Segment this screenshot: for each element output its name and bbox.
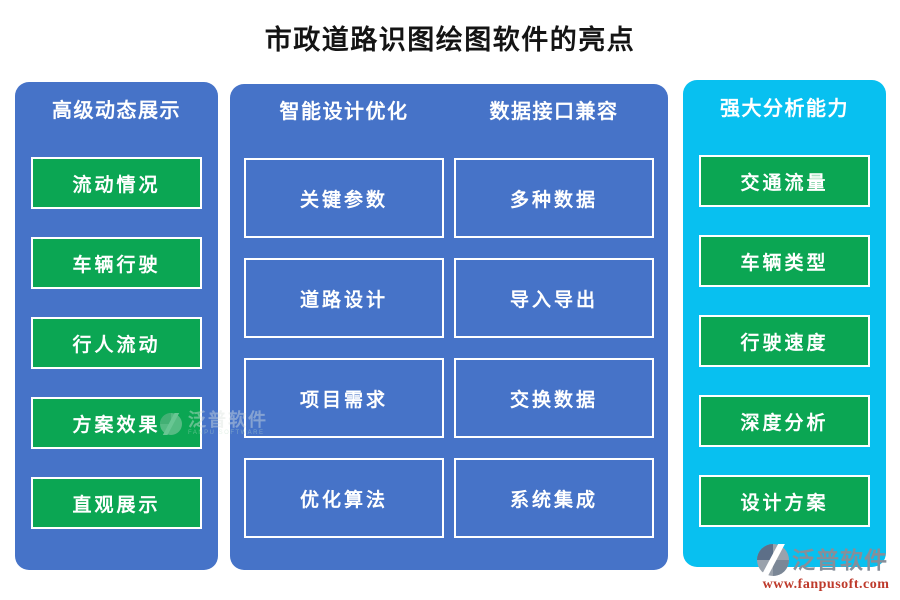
- item-vehicle-type[interactable]: 车辆类型: [699, 235, 870, 287]
- column-data-interface-title: 数据接口兼容: [489, 101, 619, 123]
- column-smart-design-title: 智能设计优化: [279, 101, 409, 123]
- item-multiple-data[interactable]: 多种数据: [454, 158, 654, 238]
- item-exchange-data[interactable]: 交换数据: [454, 358, 654, 438]
- item-scheme-effect[interactable]: 方案效果: [31, 397, 202, 449]
- panel-advanced-dynamic-display-title: 高级动态展示: [52, 100, 181, 122]
- fanpu-brand-url: www.fanpusoft.com: [762, 577, 890, 592]
- item-intuitive-display[interactable]: 直观展示: [31, 477, 202, 529]
- fanpu-brand: 泛普软件 www.fanpusoft.com: [757, 544, 895, 593]
- fanpu-brand-name: 泛普软件: [792, 547, 888, 573]
- left-panel-button-list: 流动情况 车辆行驶 行人流动 方案效果 直观展示: [15, 123, 218, 529]
- fanpu-logo-icon: [757, 544, 789, 576]
- page-title: 市政道路识图绘图软件的亮点: [264, 25, 636, 55]
- panel-powerful-analysis: 强大分析能力 交通流量 车辆类型 行驶速度 深度分析 设计方案: [683, 80, 886, 567]
- item-road-design[interactable]: 道路设计: [244, 258, 444, 338]
- panel-advanced-dynamic-display: 高级动态展示 流动情况 车辆行驶 行人流动 方案效果 直观展示: [15, 82, 218, 570]
- item-project-requirements[interactable]: 项目需求: [244, 358, 444, 438]
- item-driving-speed[interactable]: 行驶速度: [699, 315, 870, 367]
- middle-panel-columns: 智能设计优化 关键参数 道路设计 项目需求 优化算法 数据接口兼容 多种数据 导…: [230, 84, 668, 538]
- item-flow-situation[interactable]: 流动情况: [31, 157, 202, 209]
- item-optimization-algorithm[interactable]: 优化算法: [244, 458, 444, 538]
- item-design-scheme[interactable]: 设计方案: [699, 475, 870, 527]
- item-pedestrian-flow[interactable]: 行人流动: [31, 317, 202, 369]
- item-vehicle-driving[interactable]: 车辆行驶: [31, 237, 202, 289]
- item-import-export[interactable]: 导入导出: [454, 258, 654, 338]
- fanpu-brand-row: 泛普软件: [757, 544, 895, 576]
- item-key-parameters[interactable]: 关键参数: [244, 158, 444, 238]
- panel-powerful-analysis-title: 强大分析能力: [720, 98, 849, 120]
- column-data-interface-compat: 数据接口兼容 多种数据 导入导出 交换数据 系统集成: [454, 100, 654, 538]
- right-panel-button-list: 交通流量 车辆类型 行驶速度 深度分析 设计方案: [683, 121, 886, 527]
- item-deep-analysis[interactable]: 深度分析: [699, 395, 870, 447]
- panel-design-and-data: 智能设计优化 关键参数 道路设计 项目需求 优化算法 数据接口兼容 多种数据 导…: [230, 84, 668, 570]
- item-system-integration[interactable]: 系统集成: [454, 458, 654, 538]
- column-smart-design-optimization: 智能设计优化 关键参数 道路设计 项目需求 优化算法: [244, 100, 444, 538]
- item-traffic-flow[interactable]: 交通流量: [699, 155, 870, 207]
